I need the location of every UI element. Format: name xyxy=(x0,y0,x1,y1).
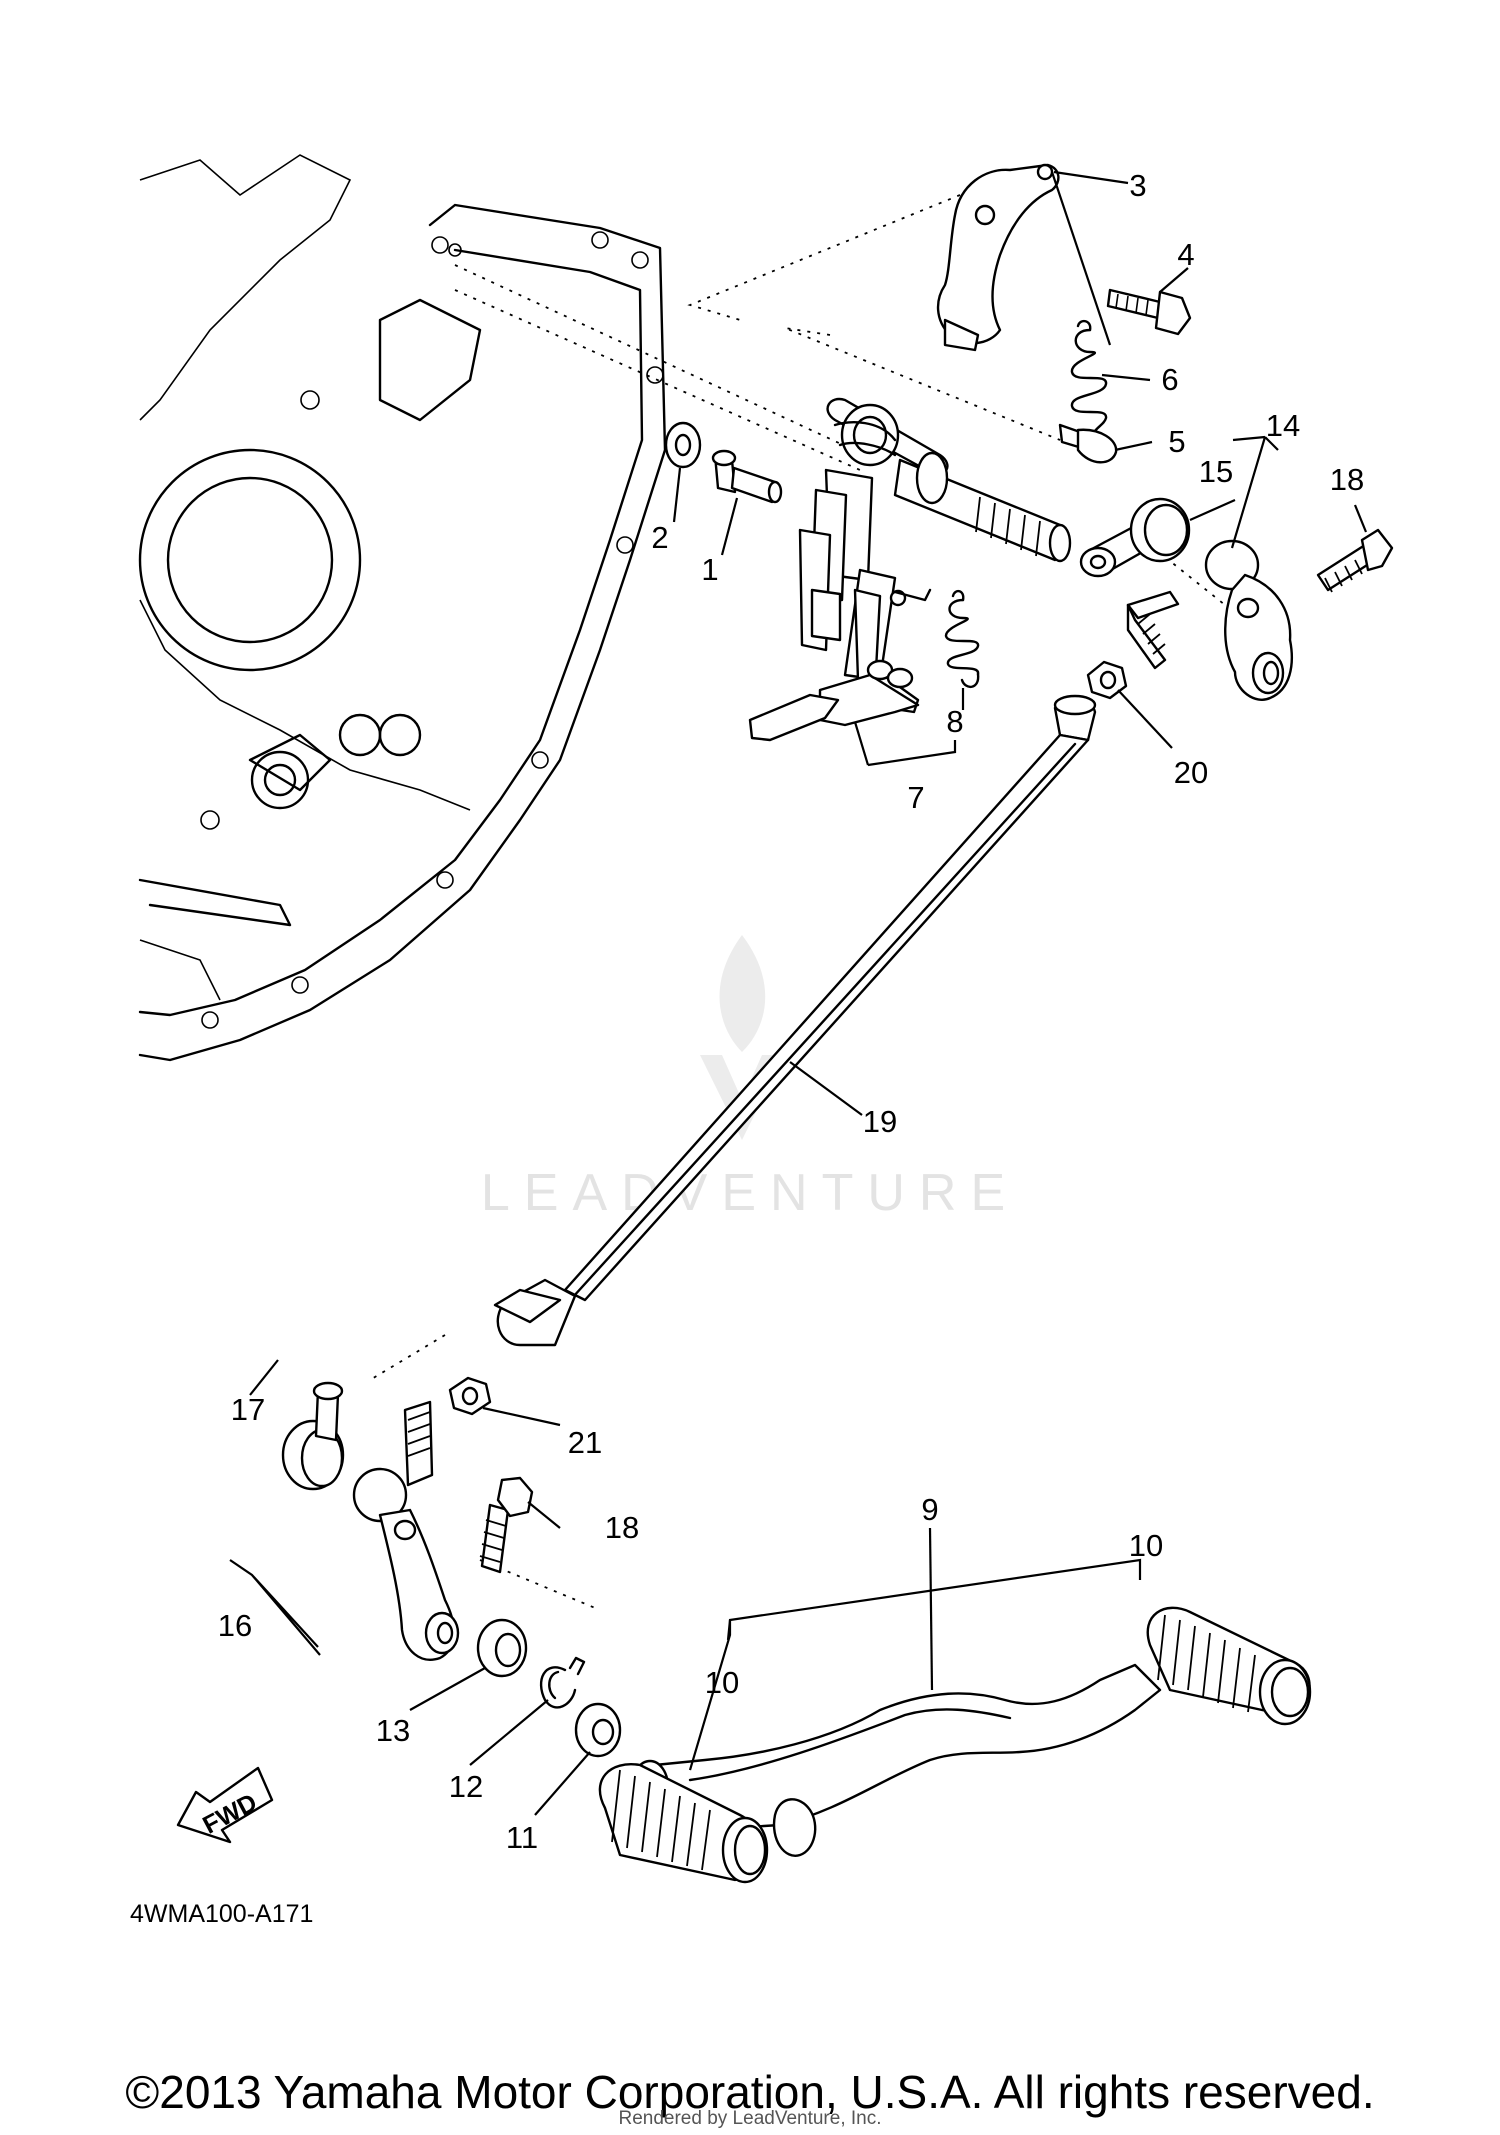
callouts: 1 2 3 4 5 6 7 8 9 10 10 11 12 13 14 15 1… xyxy=(218,168,1364,1855)
callout-2: 2 xyxy=(651,520,668,555)
callout-18-lower: 18 xyxy=(605,1510,639,1545)
part-2-washer xyxy=(664,421,702,469)
part-4-bolt xyxy=(1106,288,1192,336)
callout-15: 15 xyxy=(1199,454,1233,489)
callout-17: 17 xyxy=(231,1392,265,1427)
part-13-collar xyxy=(476,1618,528,1678)
part-10-pedal-rubber-front xyxy=(1146,1606,1312,1726)
callout-7: 7 xyxy=(907,780,924,815)
callout-5: 5 xyxy=(1168,424,1185,459)
copyright-notice: ©2013 Yamaha Motor Corporation, U.S.A. A… xyxy=(125,2066,1375,2118)
part-20-nut xyxy=(1086,660,1128,700)
part-18-bolt-lower xyxy=(479,1476,534,1574)
callout-20: 20 xyxy=(1174,755,1208,790)
callout-14: 14 xyxy=(1266,408,1300,443)
callout-3: 3 xyxy=(1129,168,1146,203)
part-5-pin xyxy=(1058,423,1118,464)
watermark-text: LEADVENTURE xyxy=(481,1164,1019,1222)
rendered-by-credit: Rendered by LeadVenture, Inc. xyxy=(618,2108,882,2129)
callout-18-upper: 18 xyxy=(1330,462,1364,497)
callout-21: 21 xyxy=(568,1425,602,1460)
callout-12: 12 xyxy=(449,1769,483,1804)
watermark: LEADVENTURE xyxy=(481,935,1019,1222)
part-16-shift-arm xyxy=(352,1400,460,1661)
reference-code: 4WMA100-A171 xyxy=(130,1900,313,1928)
leader-lines xyxy=(229,170,1368,1816)
callout-4: 4 xyxy=(1177,237,1194,272)
part-18-bolt-upper xyxy=(1316,528,1394,593)
part-15-ball-joint xyxy=(1079,497,1191,578)
callout-10-rear: 10 xyxy=(705,1665,739,1700)
part-8-spring xyxy=(944,589,980,688)
part-14-shift-arm xyxy=(1126,539,1293,701)
fwd-arrow-icon: FWD xyxy=(176,1766,274,1844)
part-19-shift-rod xyxy=(493,694,1097,1347)
shift-shaft xyxy=(798,397,1072,682)
callout-1: 1 xyxy=(701,552,718,587)
callout-9: 9 xyxy=(921,1492,938,1527)
alignment-lines xyxy=(369,194,1251,1611)
callout-8: 8 xyxy=(946,704,963,739)
part-17-ball-joint xyxy=(281,1381,345,1491)
crankcase-cover-outline xyxy=(138,154,667,1062)
part-1-stopper-bolt xyxy=(711,449,783,504)
part-11-washer xyxy=(574,1702,622,1758)
part-12-circlip xyxy=(539,1656,586,1709)
callout-10-front: 10 xyxy=(1129,1528,1163,1563)
part-3-shift-arm xyxy=(936,163,1060,352)
callout-19: 19 xyxy=(863,1104,897,1139)
part-21-nut xyxy=(448,1376,492,1416)
callout-11: 11 xyxy=(506,1820,538,1855)
callout-13: 13 xyxy=(376,1713,410,1748)
part-10-pedal-rubber-rear xyxy=(598,1763,817,1884)
part-7-shift-arm-assembly xyxy=(748,588,932,742)
callout-6: 6 xyxy=(1161,362,1178,397)
callout-16: 16 xyxy=(218,1608,252,1643)
